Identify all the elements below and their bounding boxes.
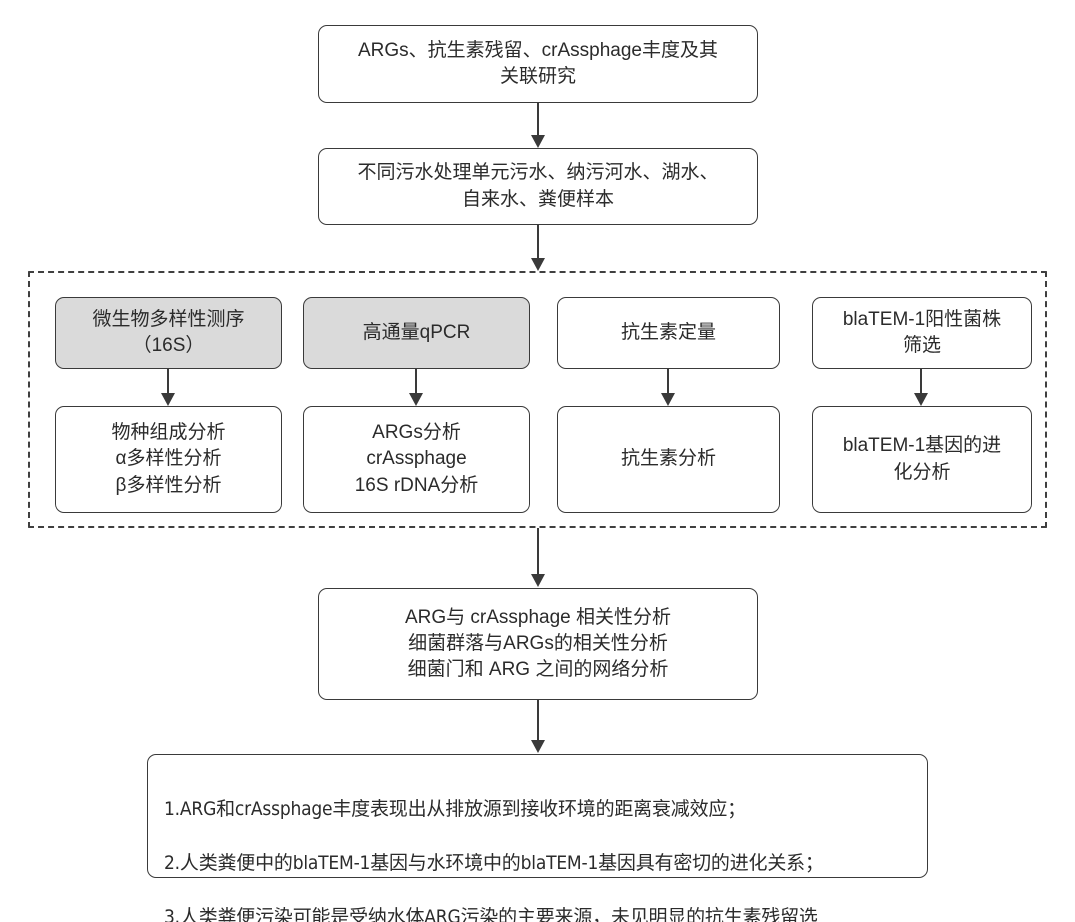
connector-stem: [537, 528, 539, 574]
connector-stem: [920, 369, 922, 393]
arrowhead-icon: [409, 393, 423, 406]
node-analysis-args-crassphage: ARGs分析 crAssphage 16S rDNA分析: [303, 406, 530, 513]
connector-method-to-analysis-col4: [914, 369, 928, 406]
arrowhead-icon: [531, 740, 545, 753]
node-conclusions: 1.ARG和crAssphage丰度表现出从排放源到接收环境的距离衰减效应； 2…: [147, 754, 928, 922]
connector-method-to-analysis-col2: [409, 369, 423, 406]
node-analysis-antibiotics: 抗生素分析: [557, 406, 780, 513]
node-method-blatem1-positive-strain-screening: blaTEM-1阳性菌株 筛选: [812, 297, 1032, 369]
node-analysis-blatem1-evolution: blaTEM-1基因的进 化分析: [812, 406, 1032, 513]
connector-stem: [415, 369, 417, 393]
connector-method-to-analysis-col3: [661, 369, 675, 406]
arrowhead-icon: [661, 393, 675, 406]
connector-stem: [167, 369, 169, 393]
connector-stem: [537, 225, 539, 258]
node-analysis-community-composition: 物种组成分析 α多样性分析 β多样性分析: [55, 406, 282, 513]
node-sample-types: 不同污水处理单元污水、纳污河水、湖水、 自来水、粪便样本: [318, 148, 758, 225]
node-research-topic: ARGs、抗生素残留、crAssphage丰度及其 关联研究: [318, 25, 758, 103]
conclusion-line: 2.人类粪便中的blaTEM-1基因与水环境中的blaTEM-1基因具有密切的进…: [164, 851, 824, 874]
arrowhead-icon: [531, 135, 545, 148]
connector-topic-to-samples: [531, 103, 545, 148]
connector-stem: [667, 369, 669, 393]
connector-correlation-to-conclusions: [531, 700, 545, 754]
arrowhead-icon: [531, 258, 545, 271]
node-correlation-analyses: ARG与 crAssphage 相关性分析 细菌群落与ARGs的相关性分析 细菌…: [318, 588, 758, 700]
connector-stem: [537, 103, 539, 135]
node-method-high-throughput-qpcr: 高通量qPCR: [303, 297, 530, 369]
arrowhead-icon: [914, 393, 928, 406]
connector-samples-to-methods: [531, 225, 545, 272]
arrowhead-icon: [161, 393, 175, 406]
conclusion-line: 3.人类粪便污染可能是受纳水体ARG污染的主要来源，未见明显的抗生素残留选: [164, 905, 818, 922]
connector-method-to-analysis-col1: [161, 369, 175, 406]
connector-methods-to-correlation: [531, 528, 545, 588]
arrowhead-icon: [531, 574, 545, 587]
conclusion-line: 1.ARG和crAssphage丰度表现出从排放源到接收环境的距离衰减效应；: [164, 797, 746, 820]
node-method-microbial-diversity-sequencing: 微生物多样性测序 （16S）: [55, 297, 282, 369]
methods-group-frame: [28, 271, 1047, 528]
connector-stem: [537, 700, 539, 740]
node-method-antibiotic-quantification: 抗生素定量: [557, 297, 780, 369]
